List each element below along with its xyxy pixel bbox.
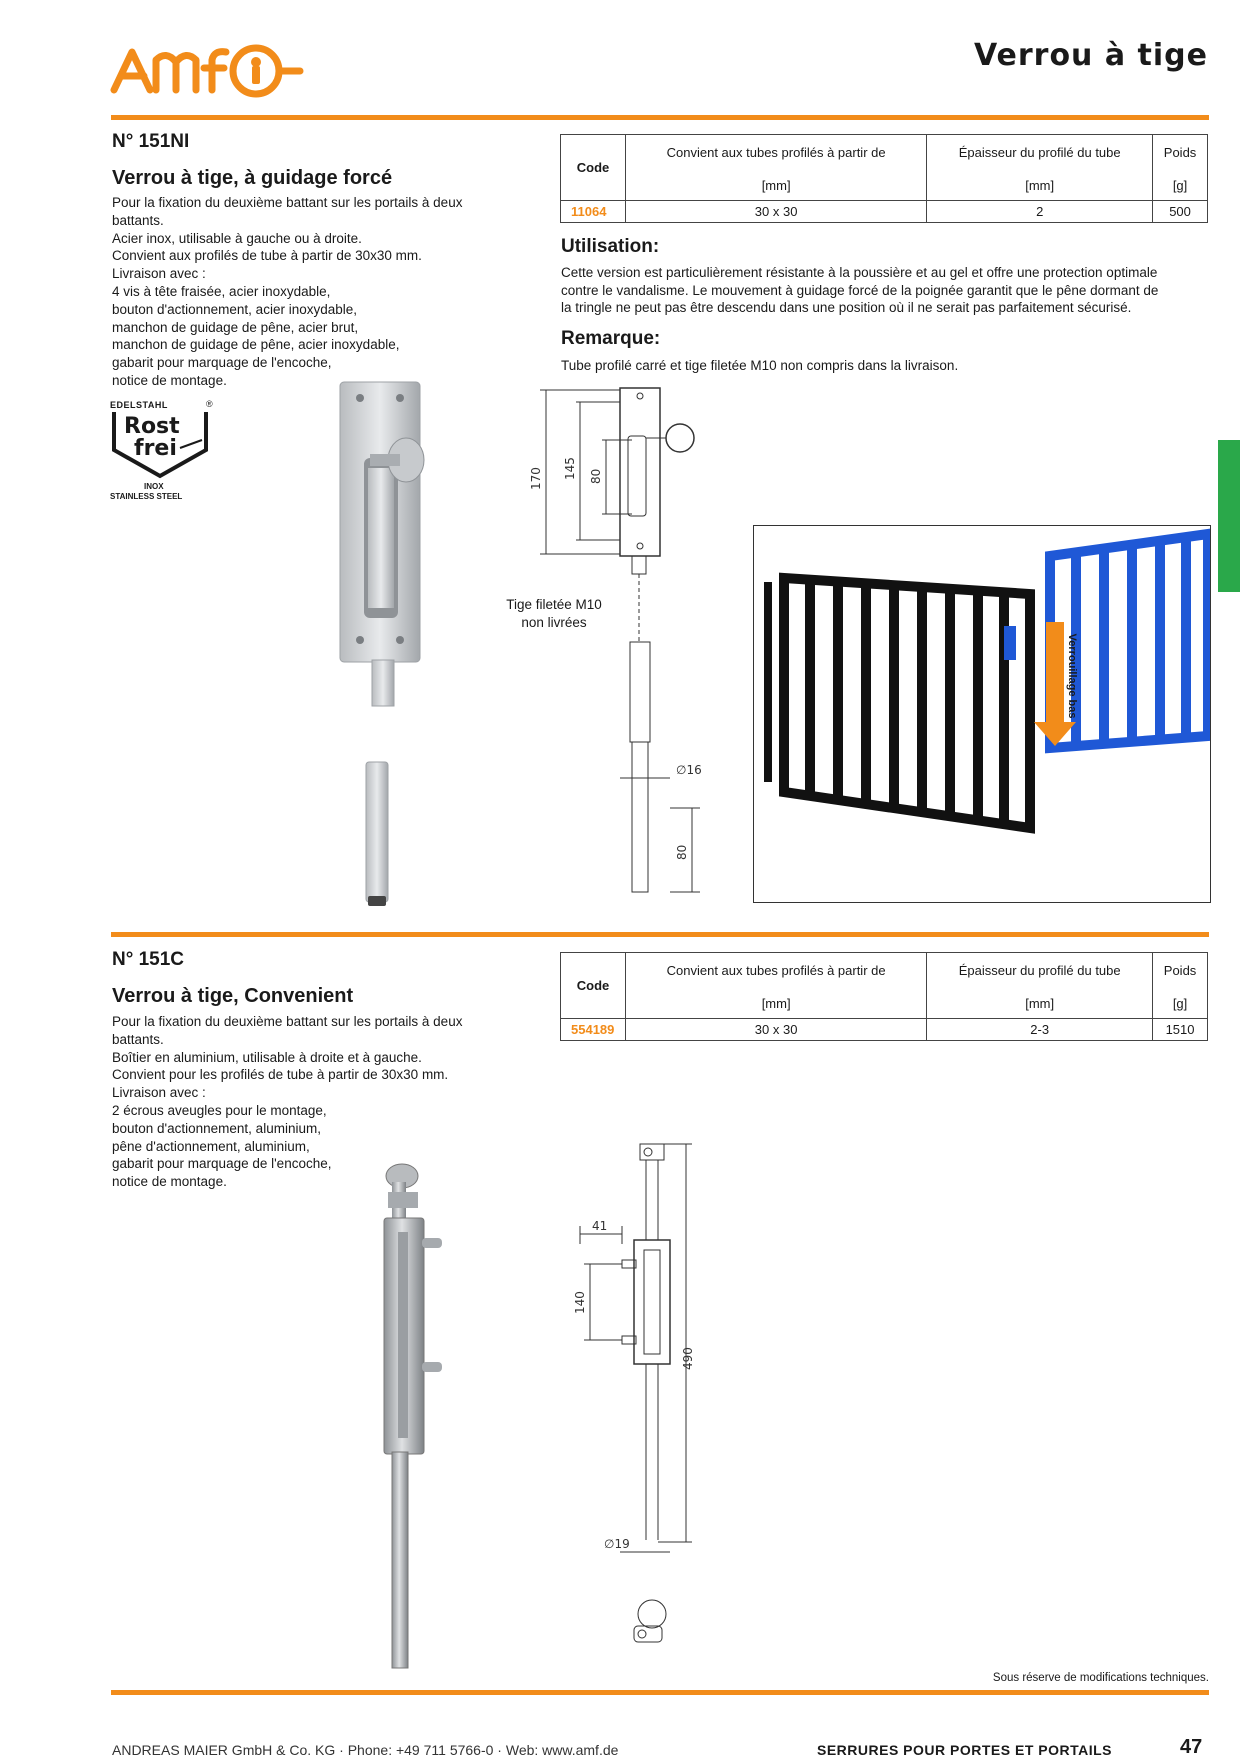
product2-title: Verrou à tige, Convenient — [112, 985, 354, 1007]
section-divider — [111, 932, 1209, 937]
guide-sleeve-photo — [365, 761, 389, 906]
product1-spec-table: Code Convient aux tubes profilés à parti… — [560, 134, 1208, 223]
product1-photo — [339, 381, 425, 707]
dim-490: 490 — [681, 1347, 695, 1370]
dim-80b: 80 — [675, 845, 689, 860]
header-divider — [111, 115, 1209, 120]
dim-19: ∅19 — [604, 1537, 630, 1551]
remarque-text: Tube profilé carré et tige filetée M10 n… — [561, 358, 959, 373]
table-row: 554189 30 x 30 2-3 1510 — [560, 1018, 1208, 1041]
product2-description: Pour la fixation du deuxième battant sur… — [112, 1014, 463, 1190]
footer-note: Sous réserve de modifications techniques… — [992, 1672, 1209, 1684]
gate-drawing — [764, 528, 1210, 834]
footer-divider — [111, 1690, 1209, 1695]
dim-170: 170 — [529, 467, 543, 490]
page-number: 47 — [1180, 1736, 1203, 1758]
utilisation-text: Cette version est particulièrement résis… — [561, 265, 1159, 316]
footer-section: SERRURES POUR PORTES ET PORTAILS — [817, 1742, 1112, 1758]
dim-140: 140 — [573, 1291, 587, 1314]
product1-code: N° 151NI — [112, 131, 190, 152]
footer-company: ANDREAS MAIER GmbH & Co. KG · Phone: +49… — [112, 1742, 619, 1758]
rostfrei-badge: EDELSTAHL ® Rost frei INOX STAINLESS STE… — [110, 399, 213, 501]
shield-icon — [112, 412, 208, 479]
dim-145: 145 — [563, 457, 577, 480]
drawing-note: Tige filetée M10 non livrées — [506, 597, 602, 630]
utilisation-heading: Utilisation: — [561, 236, 660, 257]
gate-illustration: Verrouillage bas — [753, 525, 1211, 903]
dim-80: 80 — [589, 469, 603, 484]
gate-label: Verrouillage bas — [1066, 633, 1078, 719]
amf-logo — [110, 44, 304, 98]
remarque-heading: Remarque: — [561, 328, 661, 349]
page-title: Verrou à tige — [973, 38, 1208, 73]
product1-title: Verrou à tige, à guidage forcé — [112, 167, 393, 189]
product1-drawing — [540, 387, 700, 893]
product2-drawing — [579, 1143, 692, 1643]
table-row: 11064 30 x 30 2 500 — [560, 200, 1208, 223]
side-tab — [1218, 440, 1240, 592]
dim-41: 41 — [592, 1219, 607, 1233]
product2-code: N° 151C — [112, 949, 185, 970]
dim-16: ∅16 — [676, 763, 702, 777]
product2-photo — [383, 1163, 442, 1669]
product1-description: Pour la fixation du deuxième battant sur… — [112, 195, 463, 388]
product2-spec-table: Code Convient aux tubes profilés à parti… — [560, 952, 1208, 1041]
